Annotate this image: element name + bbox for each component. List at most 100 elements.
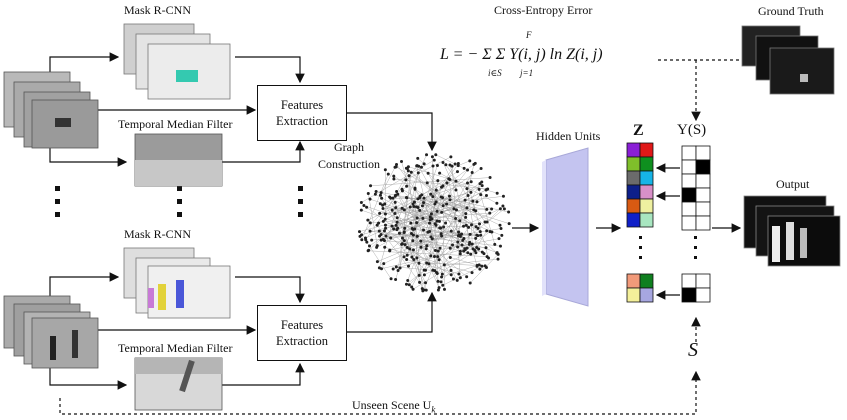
graph-node: [374, 189, 378, 193]
graph-node: [383, 212, 387, 216]
graph-edge: [377, 238, 433, 262]
z-cell: [639, 212, 654, 228]
y-matrix: [681, 145, 711, 303]
graph-node: [441, 196, 445, 200]
graph-edge: [404, 240, 414, 251]
graph-node: [438, 171, 442, 175]
graph-node: [456, 164, 460, 168]
graph-node: [424, 281, 428, 285]
graph-node: [405, 246, 409, 250]
sum2-lower-limit: j=1: [520, 68, 534, 78]
z-cell: [639, 142, 654, 158]
graph-node: [442, 225, 446, 229]
graph-node: [466, 251, 470, 255]
graph-node: [464, 223, 468, 227]
graph-node: [479, 233, 483, 237]
y-cell: [681, 159, 697, 175]
graph-node: [429, 235, 433, 239]
graph-node: [424, 247, 428, 251]
graph-node: [362, 203, 366, 207]
graph-node: [467, 242, 471, 246]
z-label: Z: [633, 122, 644, 139]
graph-edge: [431, 180, 439, 219]
graph-node: [395, 162, 399, 166]
graph-node: [381, 203, 385, 207]
graph-edge: [394, 202, 423, 289]
graph-node: [408, 247, 412, 251]
graph-node: [441, 204, 445, 208]
graph-node: [415, 256, 419, 260]
graph-node: [420, 193, 424, 197]
graph-node: [436, 288, 440, 292]
hidden-units-label: Hidden Units: [536, 129, 601, 143]
graph-node: [464, 212, 468, 216]
graph-node: [442, 287, 446, 291]
graph-node: [390, 224, 394, 228]
graph-node: [424, 288, 428, 292]
graph-node: [469, 180, 473, 184]
graph-node: [450, 164, 454, 168]
arrow-frames-to-tmf-bottom: [49, 368, 128, 390]
graph-edge: [442, 205, 445, 290]
graph-node: [432, 158, 436, 162]
z-cell: [626, 212, 641, 228]
arrow-mask-to-features-top: [235, 56, 305, 84]
graph-node: [392, 227, 396, 231]
graph-node: [360, 238, 364, 242]
graph-node: [369, 184, 373, 188]
graph-node: [456, 245, 460, 249]
graph-node: [383, 202, 387, 206]
graph-node: [485, 207, 489, 211]
graph-node: [478, 267, 482, 271]
y-cell: [695, 215, 711, 231]
graph-node: [382, 262, 386, 266]
graph-node: [405, 253, 409, 257]
graph-edge: [478, 189, 495, 245]
graph-node: [454, 217, 458, 221]
graph-edge: [361, 209, 474, 250]
graph-node: [449, 155, 453, 159]
graph-node: [501, 204, 505, 208]
graph-node: [360, 233, 364, 237]
graph-node: [462, 249, 466, 253]
graph-node: [378, 193, 382, 197]
graph-node: [441, 283, 445, 287]
graph-edge: [366, 242, 392, 279]
graph-node: [418, 280, 422, 284]
graph-node: [507, 210, 511, 214]
graph-edge: [443, 226, 464, 228]
graph-node: [478, 230, 482, 234]
graph-node: [440, 275, 444, 279]
graph-node: [402, 239, 406, 243]
graph-edge: [444, 258, 499, 266]
graph-node: [404, 282, 408, 286]
unseen-scene-text: Unseen Scene U: [352, 398, 432, 412]
graph-node: [396, 192, 400, 196]
y-cell: [695, 159, 711, 175]
loss-formula: L = − Σ Σ Y(i, j) ln Z(i, j) F i∈S j=1: [440, 30, 662, 80]
graph-node: [435, 272, 439, 276]
graph-node: [444, 163, 448, 167]
graph-edge: [361, 174, 389, 240]
graph-node: [474, 251, 478, 255]
graph-node: [419, 245, 423, 249]
graph-node: [382, 239, 386, 243]
graph-node: [421, 289, 425, 293]
graph-edge: [408, 194, 481, 267]
arrow-tmf-to-features-top: [222, 140, 305, 163]
graph-node: [493, 242, 497, 246]
graph-edge: [445, 164, 486, 223]
graph-node: [500, 233, 504, 237]
graph-node: [507, 222, 511, 226]
graph-node: [400, 206, 404, 210]
graph-node: [449, 273, 453, 277]
graph-node: [414, 205, 418, 209]
graph-node: [468, 232, 472, 236]
graph-node: [476, 226, 480, 230]
graph-node: [440, 272, 444, 276]
y-cell: [695, 201, 711, 217]
graph-node: [436, 279, 440, 283]
tmf-label-bottom: Temporal Median Filter: [118, 341, 233, 355]
tmf-label-top: Temporal Median Filter: [118, 117, 233, 131]
arrow-frames-to-mask-bottom: [49, 272, 120, 296]
